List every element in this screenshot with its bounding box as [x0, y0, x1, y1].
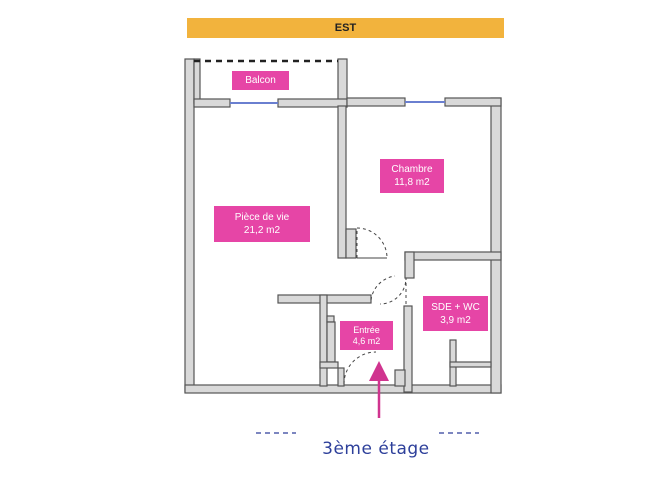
wall-left-outer [184, 58, 195, 393]
room-label-piece-de-vie: Pièce de vie 21,2 m2 [214, 206, 310, 242]
room-label-balcon: Balcon [232, 71, 289, 90]
floor-label: 3ème étage [322, 439, 430, 459]
room-area: 11,8 m2 [394, 177, 430, 188]
orientation-label: EST [334, 22, 357, 34]
room-name: SDE + WC [431, 301, 480, 313]
wall-entry-door-right [394, 369, 406, 387]
room-label-chambre: Chambre 11,8 m2 [380, 159, 444, 193]
wall-bedroom-bottom [404, 251, 502, 261]
room-label-entree: Entrée 4,6 m2 [340, 321, 393, 350]
wall-entry-door-left [337, 367, 345, 387]
wall-facade-right [346, 97, 406, 107]
wall-balcony-left [193, 58, 201, 104]
room-label-sde-wc: SDE + WC 3,9 m2 [423, 296, 488, 331]
orientation-banner: EST [187, 18, 504, 38]
wall-entry-niche-top [326, 315, 335, 323]
wall-partition-bedroom [337, 105, 347, 259]
door-swing-entrance [343, 351, 377, 385]
wall-entry-niche [326, 321, 336, 363]
door-swing-entry-inner [370, 275, 396, 301]
wall-entry-niche-bottom [319, 361, 339, 369]
wall-facade-left [193, 98, 231, 108]
room-name: Entrée [353, 324, 380, 335]
wall-facade-mid [277, 98, 348, 108]
room-area: 21,2 m2 [243, 225, 281, 236]
room-area: 3,9 m2 [440, 314, 471, 326]
room-name: Pièce de vie [234, 212, 290, 223]
wall-bathroom-inner-h [449, 361, 492, 368]
wall-entry-left [319, 294, 328, 387]
wall-bathroom-left-stub [404, 251, 415, 279]
wall-right-outer [490, 97, 502, 394]
room-name: Balcon [245, 75, 276, 86]
door-swing-bedroom [356, 227, 388, 259]
wall-bedroom-door-stub [345, 228, 357, 259]
wall-facade-far-right [444, 97, 502, 107]
room-area: 4,6 m2 [352, 335, 381, 346]
door-swing-bathroom [379, 277, 407, 305]
floor-caption: 3ème étage [250, 419, 490, 459]
wall-bathroom-left [403, 305, 413, 393]
room-name: Chambre [391, 164, 433, 175]
